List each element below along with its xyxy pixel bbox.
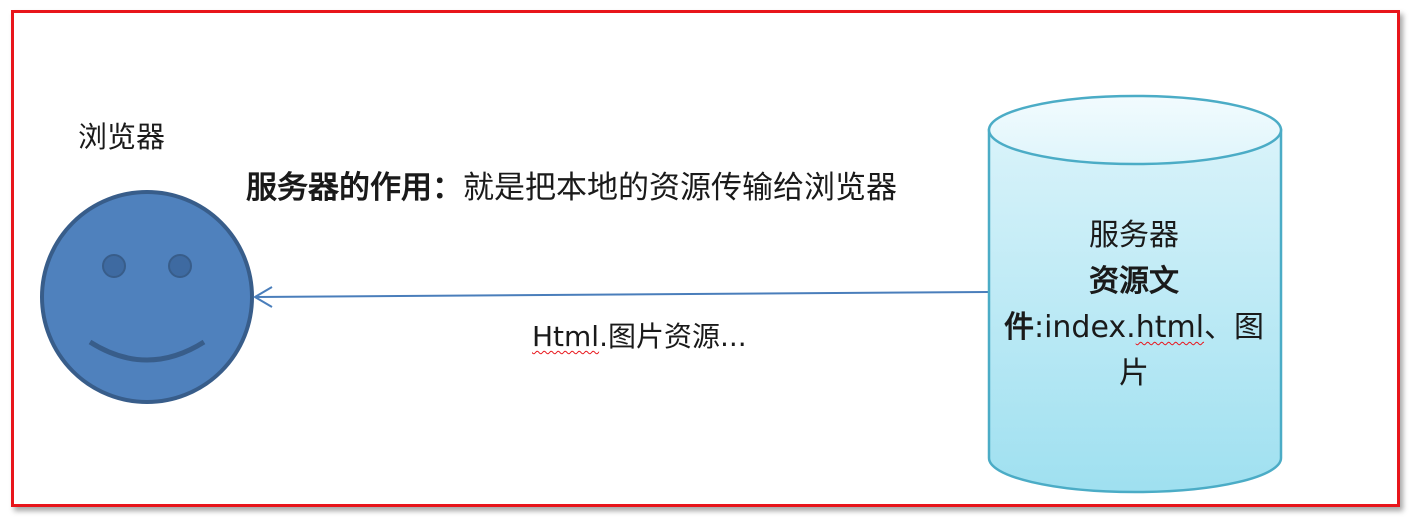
server-title: 服务器 bbox=[1089, 218, 1179, 253]
arrow-line bbox=[255, 291, 989, 298]
server-purpose-text: 服务器的作用：就是把本地的资源传输给浏览器 bbox=[246, 162, 897, 207]
transfer-arrow bbox=[253, 286, 989, 308]
transfer-label-prefix: Html bbox=[532, 320, 600, 353]
server-resources-index: index. bbox=[1044, 310, 1136, 345]
purpose-description: 就是把本地的资源传输给浏览器 bbox=[463, 170, 897, 206]
server-resources-rest: 、图片 bbox=[1119, 310, 1265, 391]
cylinder-body bbox=[987, 128, 1283, 494]
face-circle bbox=[40, 190, 254, 404]
database-cylinder-icon bbox=[987, 94, 1283, 494]
arrow-head bbox=[253, 286, 273, 308]
smiley-face-icon bbox=[40, 190, 254, 404]
right-eye bbox=[168, 254, 192, 278]
transfer-label-rest: .图片资源... bbox=[599, 320, 747, 353]
server-resources-label: 资源文件 bbox=[1003, 264, 1179, 345]
browser-label: 浏览器 bbox=[78, 120, 166, 154]
server-resources-html: html bbox=[1135, 310, 1205, 345]
transfer-label: Html.图片资源... bbox=[532, 315, 747, 355]
cylinder-top bbox=[987, 94, 1283, 166]
server-resources-colon: : bbox=[1033, 310, 1045, 345]
purpose-title: 服务器的作用： bbox=[246, 170, 463, 206]
server-resources-text: 资源文件:index.html、图片 bbox=[1000, 259, 1268, 397]
left-eye bbox=[102, 254, 126, 278]
mouth bbox=[88, 339, 206, 363]
